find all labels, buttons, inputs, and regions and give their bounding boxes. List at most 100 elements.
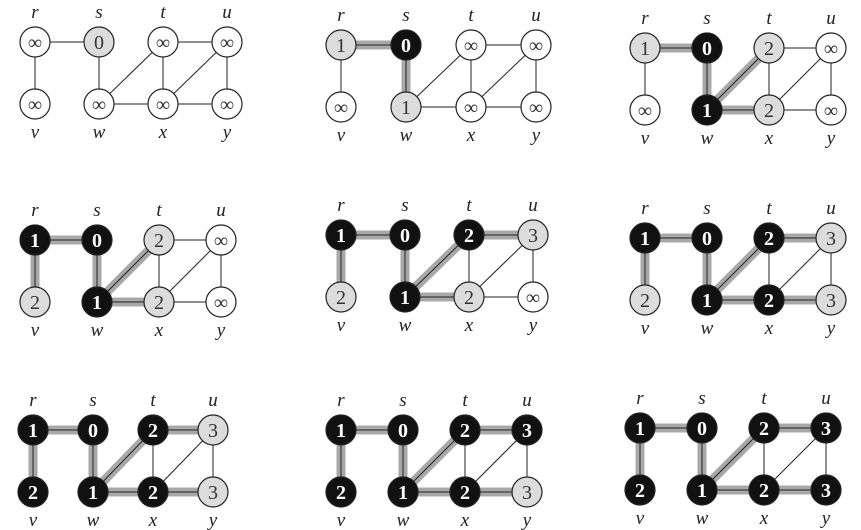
vertex-s: 0s <box>389 195 421 251</box>
vertex-circle <box>325 414 357 446</box>
vertex-circle <box>389 281 421 313</box>
distance-label: 2 <box>764 290 774 312</box>
vertex-s: 0s <box>686 388 718 444</box>
vertex-circle <box>197 414 229 446</box>
vertex-y: 3y <box>197 476 229 530</box>
vertex-x: ∞x <box>455 91 487 146</box>
vertex-u: 3u <box>197 390 229 446</box>
vertex-name-label: r <box>641 198 649 219</box>
vertex-name-label: w <box>696 508 709 529</box>
vertex-circle <box>81 286 113 318</box>
vertex-name-label: s <box>95 2 102 23</box>
distance-label: ∞ <box>529 97 543 119</box>
distance-label: 2 <box>148 482 158 504</box>
vertex-name-label: x <box>154 320 164 341</box>
vertex-v: ∞v <box>629 94 661 149</box>
vertex-name-label: v <box>636 508 645 529</box>
vertex-circle <box>815 222 847 254</box>
distance-label: ∞ <box>28 94 42 116</box>
vertex-t: 2t <box>753 8 785 64</box>
distance-label: ∞ <box>526 287 540 309</box>
vertex-name-label: w <box>93 122 106 143</box>
vertex-circle <box>624 474 656 506</box>
vertex-circle <box>325 281 357 313</box>
vertex-name-label: r <box>636 388 644 409</box>
distance-label: ∞ <box>220 32 234 54</box>
vertex-name-label: t <box>160 2 166 23</box>
vertex-s: 0s <box>390 5 422 61</box>
vertex-t: 2t <box>137 390 169 446</box>
vertex-x: 2x <box>453 281 485 336</box>
vertex-v: 2v <box>325 476 357 530</box>
distance-label: ∞ <box>214 292 228 314</box>
bfs-panel-1: ∞r0s∞t∞u∞v∞w∞x∞y <box>19 2 243 143</box>
vertex-circle <box>815 32 847 64</box>
vertex-y: ∞y <box>517 281 549 336</box>
vertex-w: 1w <box>390 91 422 146</box>
vertex-circle <box>453 281 485 313</box>
vertex-name-label: v <box>337 125 346 146</box>
vertex-name-label: x <box>764 128 774 149</box>
vertex-circle <box>390 91 422 123</box>
vertex-name-label: w <box>399 315 412 336</box>
vertex-name-label: t <box>156 200 162 221</box>
distance-label: 2 <box>336 287 346 309</box>
vertex-t: 2t <box>453 195 485 251</box>
distance-label: 2 <box>640 290 650 312</box>
vertex-r: 1r <box>325 390 357 446</box>
distance-label: 3 <box>826 290 836 312</box>
vertex-circle <box>810 474 842 506</box>
vertex-circle <box>629 284 661 316</box>
vertex-circle <box>143 286 175 318</box>
distance-label: ∞ <box>156 94 170 116</box>
vertex-circle <box>325 91 357 123</box>
vertex-t: ∞t <box>147 2 179 58</box>
vertex-circle <box>691 94 723 126</box>
distance-label: ∞ <box>464 97 478 119</box>
vertex-circle <box>520 29 552 61</box>
vertex-name-label: y <box>521 510 532 530</box>
distance-label: 1 <box>336 420 346 442</box>
vertex-t: ∞t <box>455 5 487 61</box>
vertex-circle <box>629 94 661 126</box>
vertex-r: 1r <box>629 8 661 64</box>
distance-label: ∞ <box>529 35 543 57</box>
vertex-name-label: x <box>464 315 474 336</box>
vertex-name-label: s <box>703 8 710 29</box>
vertex-circle <box>137 414 169 446</box>
distance-label: 1 <box>398 482 408 504</box>
vertex-circle <box>691 284 723 316</box>
distance-label: ∞ <box>638 100 652 122</box>
distance-label: 1 <box>702 290 712 312</box>
vertex-name-label: x <box>148 510 158 530</box>
distance-label: 2 <box>28 482 38 504</box>
vertex-circle <box>83 26 115 58</box>
vertex-name-label: x <box>158 122 168 143</box>
vertex-circle <box>753 222 785 254</box>
vertex-circle <box>748 474 780 506</box>
vertex-v: 2v <box>19 286 51 341</box>
vertex-name-label: v <box>337 315 346 336</box>
vertex-circle <box>325 476 357 508</box>
distance-label: 0 <box>94 32 104 54</box>
vertex-u: ∞u <box>211 2 243 58</box>
vertex-circle <box>77 414 109 446</box>
distance-label: 2 <box>464 225 474 247</box>
vertex-w: 1w <box>387 476 419 530</box>
vertex-circle <box>205 286 237 318</box>
vertex-y: 3y <box>511 476 543 530</box>
vertex-name-label: w <box>87 510 100 530</box>
vertex-y: ∞y <box>205 286 237 341</box>
distance-label: 1 <box>640 228 650 250</box>
vertex-name-label: v <box>31 122 40 143</box>
distance-label: 1 <box>635 418 645 440</box>
vertex-r: 1r <box>325 195 357 251</box>
vertex-x: 2x <box>137 476 169 530</box>
vertex-name-label: r <box>337 5 345 26</box>
vertex-circle <box>19 224 51 256</box>
distance-label: ∞ <box>464 35 478 57</box>
vertex-w: ∞w <box>83 88 115 143</box>
vertex-r: 1r <box>629 198 661 254</box>
